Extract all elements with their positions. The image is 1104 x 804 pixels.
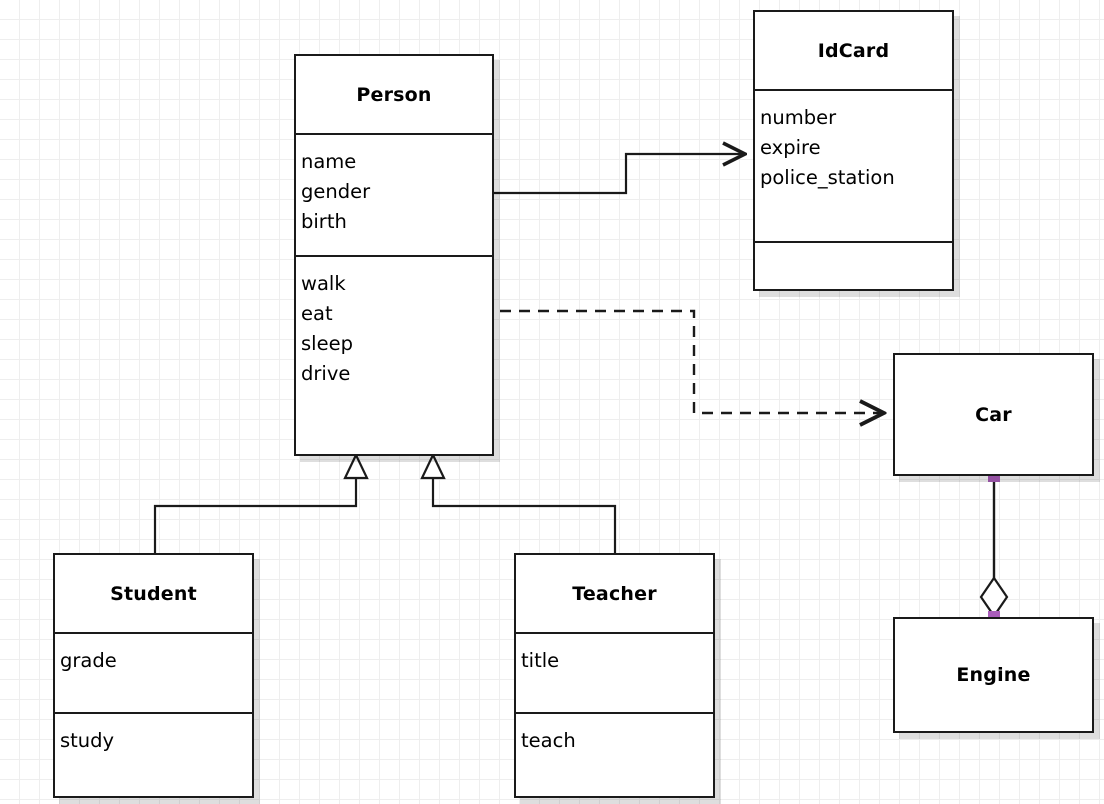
attribute-item: title	[521, 649, 560, 672]
attribute-item: name	[301, 150, 357, 173]
operation-item: walk	[301, 272, 346, 295]
edge-person-car[interactable]	[500, 309, 884, 413]
class-name-car: Car	[975, 403, 1012, 426]
class-name-student: Student	[110, 582, 197, 605]
class-name-engine: Engine	[956, 664, 1031, 686]
edge-car-engine[interactable]	[979, 476, 1009, 618]
uml-class-student[interactable]: Student grade study	[53, 553, 254, 798]
operation-item: study	[60, 729, 115, 752]
operation-item: drive	[301, 362, 351, 385]
operations-student: study	[55, 712, 252, 796]
uml-class-person[interactable]: Person name gender birth walk eat sleep …	[294, 54, 494, 456]
class-name-person: Person	[356, 83, 432, 106]
attributes-idcard: number expire police_station	[755, 89, 952, 241]
operations-idcard	[755, 241, 952, 289]
uml-class-idcard[interactable]: IdCard number expire police_station	[753, 10, 954, 291]
edge-student-person[interactable]	[153, 452, 369, 553]
attribute-item: police_station	[760, 166, 895, 189]
operations-person: walk eat sleep drive	[296, 255, 492, 454]
attribute-item: number	[760, 106, 837, 129]
operation-item: sleep	[301, 332, 353, 355]
edge-teacher-person[interactable]	[420, 452, 617, 553]
operation-item: eat	[301, 302, 333, 325]
operations-teacher: teach	[516, 712, 713, 796]
attribute-item: grade	[60, 649, 117, 672]
class-name-idcard: IdCard	[817, 39, 890, 62]
attributes-teacher: title	[516, 632, 713, 712]
attributes-person: name gender birth	[296, 133, 492, 255]
uml-class-teacher[interactable]: Teacher title teach	[514, 553, 715, 798]
operation-item: teach	[521, 729, 576, 752]
attribute-item: gender	[301, 180, 371, 203]
uml-class-car[interactable]: Car	[893, 353, 1094, 476]
attribute-item: birth	[301, 210, 347, 233]
edge-person-idcard[interactable]	[494, 154, 745, 195]
attributes-student: grade	[55, 632, 252, 712]
class-name-teacher: Teacher	[572, 582, 657, 605]
uml-class-engine[interactable]: Engine	[893, 617, 1094, 733]
attribute-item: expire	[760, 136, 821, 159]
